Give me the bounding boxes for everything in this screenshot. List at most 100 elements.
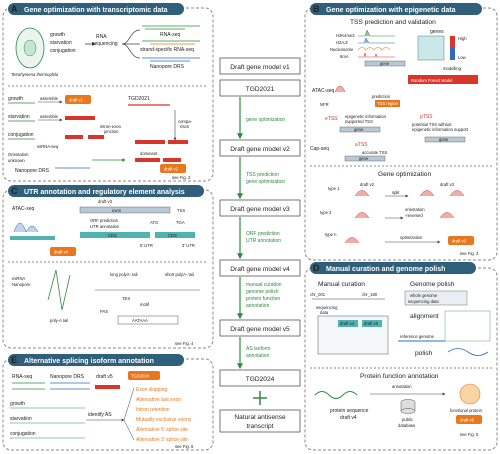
e-nanopore: Nanopore DRS [50, 374, 85, 380]
orf-prediction-label: ORF prediction [90, 218, 119, 223]
e-conjugation: conjugation [10, 431, 36, 437]
box-tgd2024 [219, 369, 301, 387]
box-draft-v4-label: Draft gene model v4 [230, 266, 290, 273]
panel-d-see-fig: see Fig. 5 [460, 432, 479, 437]
polished-sequence-icon [447, 348, 489, 356]
step-utr-annotation: UTR annotation [246, 238, 281, 244]
box-draft-v5 [219, 319, 301, 337]
box-natural-antisense-line2: transcript [246, 423, 273, 430]
gene-block-etss-label: gene [354, 127, 364, 132]
box-draft-v2 [219, 139, 301, 157]
database-icon [400, 399, 416, 414]
e-rna-seq: RNA-seq [12, 374, 33, 380]
draft-v3-label-b1: draft v3 [440, 182, 455, 187]
gene-optimization-title: Gene optimization [378, 171, 431, 178]
wgs-box [404, 290, 468, 306]
draft-v2-badge-label: draft v2 [164, 167, 179, 172]
step-annotation: annotation [246, 303, 270, 309]
draft-v2-badge [160, 164, 186, 173]
tgd2024-badge [128, 371, 160, 380]
panel-e-header [8, 354, 184, 366]
dominant-label: dominant [140, 151, 158, 156]
nanopore-pore-icon [47, 269, 71, 311]
etss-note-2: supported TSS [345, 119, 373, 124]
rna-seq-process-label-1: RNA [96, 34, 107, 40]
condition-starvation: starvation [50, 40, 72, 46]
draft-v5-d-label: draft v5 [364, 321, 379, 326]
nanopore-drs-label: Nanopore DRS [150, 64, 185, 70]
comparison-label-2: rison [180, 124, 190, 129]
exon-label: exon [112, 208, 122, 213]
mark-h2az: H2A.Z [336, 40, 348, 45]
sequencing-data-label-1: sequencing [316, 305, 338, 310]
ptss-label: pTSS [420, 114, 433, 120]
tes-label: TES [122, 296, 130, 301]
long-tail-label: long polyA- tail [110, 272, 138, 277]
atss-label: aTSS [355, 142, 368, 148]
manual-curation-title: Manual curation [318, 281, 365, 288]
split-label: split [392, 190, 400, 195]
motif-label: motif [140, 302, 150, 307]
as-event-exon-skipping: Exon skipping [136, 387, 167, 393]
rna-seq-process-label-2: sequencing [92, 41, 118, 47]
comparison-label-1: compa- [178, 119, 193, 124]
protein-sequence-icon [314, 391, 358, 399]
draft-v1-badge-label: draft v1 [69, 98, 84, 103]
organism-name: Tetrahymena thermophila [11, 72, 59, 77]
panel-a-header [8, 3, 184, 15]
panel-d-header [310, 262, 476, 274]
mark-nucleosome: Nucleosome [330, 47, 354, 52]
genes-label: genes [430, 29, 444, 35]
utr5-label: 5' UTR [140, 243, 153, 248]
step-gene-optimization: gene optimization [246, 117, 285, 123]
panel-a: A Gene optimization with transcriptomic … [2, 3, 214, 182]
box-draft-v3-label: Draft gene model v3 [230, 206, 290, 213]
draft-v4-d-label: draft v4 [340, 321, 355, 326]
condition-growth: growth [50, 32, 65, 38]
box-draft-v2-label: Draft gene model v2 [230, 146, 290, 153]
atac-seq-c-label: ATAC-seq [12, 206, 35, 212]
plus-icon [253, 391, 267, 405]
tss-c-label: TSS [177, 208, 185, 213]
pas-label: PAS [100, 309, 108, 314]
as-event-mutually-exclusive: Mutually exclusive exons [136, 417, 192, 423]
public-db-label-2: database [398, 423, 416, 428]
polish-label: polish [415, 350, 433, 357]
panel-b-see-fig: see Fig. 3 [460, 251, 479, 256]
nfr-label: NFR [320, 102, 329, 107]
panel-c-frame [2, 189, 214, 349]
e-draft-v5: draft v5 [96, 374, 113, 380]
tss-region-label: TSS region [377, 101, 399, 106]
modelling-label: modelling [443, 66, 462, 71]
atac-seq-label: ATAC-seq [312, 88, 335, 94]
strand-specific-label: strand-specific RNA-seq [140, 47, 194, 53]
functional-protein-label: functional protein [450, 408, 483, 413]
e-growth: growth [10, 401, 25, 407]
aataaa-label: AATAAA [132, 318, 148, 323]
step-protein-function: protein function [246, 296, 280, 302]
junction-label: junction [103, 129, 119, 134]
lower-nanopore-drs: Nanopore DRS [15, 168, 50, 174]
panel-c-letter: C [11, 186, 18, 196]
typen-label: type n [325, 232, 337, 237]
reference-genome-label: reference genome [400, 334, 435, 339]
wgs-label-1: whole genome [410, 293, 438, 298]
protein-sequence-label-1: protein sequence [330, 408, 369, 414]
type1-label: type 1 [328, 186, 340, 191]
box-tgd2021 [219, 79, 301, 97]
ptss-note-2: epigenetic information support [412, 127, 469, 132]
functional-protein-icon [459, 383, 481, 405]
panel-b-letter: B [313, 4, 320, 14]
cds-block [80, 232, 150, 238]
box-draft-v5-label: Draft gene model v5 [230, 326, 290, 333]
panel-e-letter: E [11, 355, 17, 365]
box-tgd2021-label: TGD2021 [246, 86, 275, 93]
orientation-label: Orientation [8, 152, 29, 157]
as-event-alt-3ss: Alternative 3' splice site [136, 437, 188, 443]
assemble-label-2: assemble [40, 114, 59, 119]
step-as-isoform: AS isoform [246, 346, 270, 352]
lower-conjugation: conjugation [8, 132, 34, 138]
panel-d-title: Manual curation and genome polish [326, 266, 445, 273]
